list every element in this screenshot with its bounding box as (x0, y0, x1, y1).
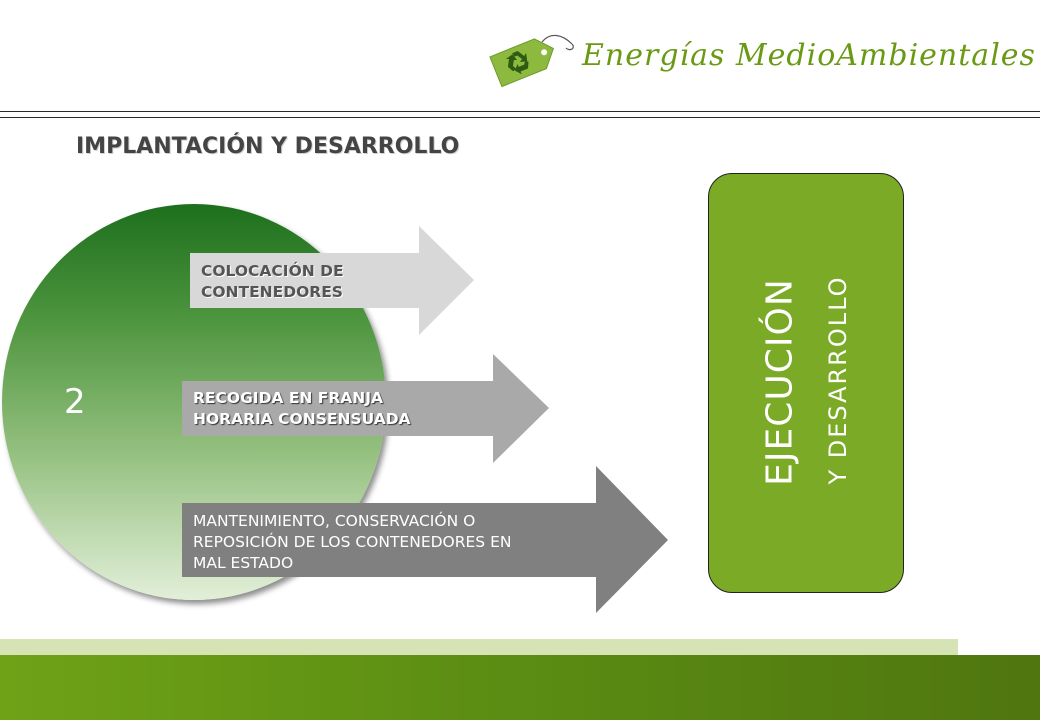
header-divider-top (0, 111, 1040, 112)
execution-box (708, 173, 904, 593)
page-title: IMPLANTACIÓN Y DESARROLLO (76, 134, 460, 159)
arrow-mantenimiento (182, 466, 668, 613)
execution-title: EJECUCIÓN (759, 278, 801, 486)
execution-subtitle: Y DESARROLLO (824, 275, 852, 485)
header-divider-bottom (0, 117, 1040, 118)
arrow-label-colocacion: COLOCACIÓN DE CONTENEDORES (201, 262, 344, 301)
recycle-tag-icon (480, 24, 580, 98)
brand-name: Energías MedioAmbientales (582, 38, 1036, 73)
arrow-colocacion (190, 226, 474, 335)
step-number: 2 (64, 382, 86, 422)
footer-band-light (0, 639, 958, 656)
arrow-label-mantenimiento: MANTENIMIENTO, CONSERVACIÓN O REPOSICIÓN… (193, 512, 512, 572)
arrow-label-recogida: RECOGIDA EN FRANJA HORARIA CONSENSUADA (193, 389, 411, 428)
footer-band-dark (0, 655, 1040, 720)
arrow-recogida (182, 354, 549, 463)
